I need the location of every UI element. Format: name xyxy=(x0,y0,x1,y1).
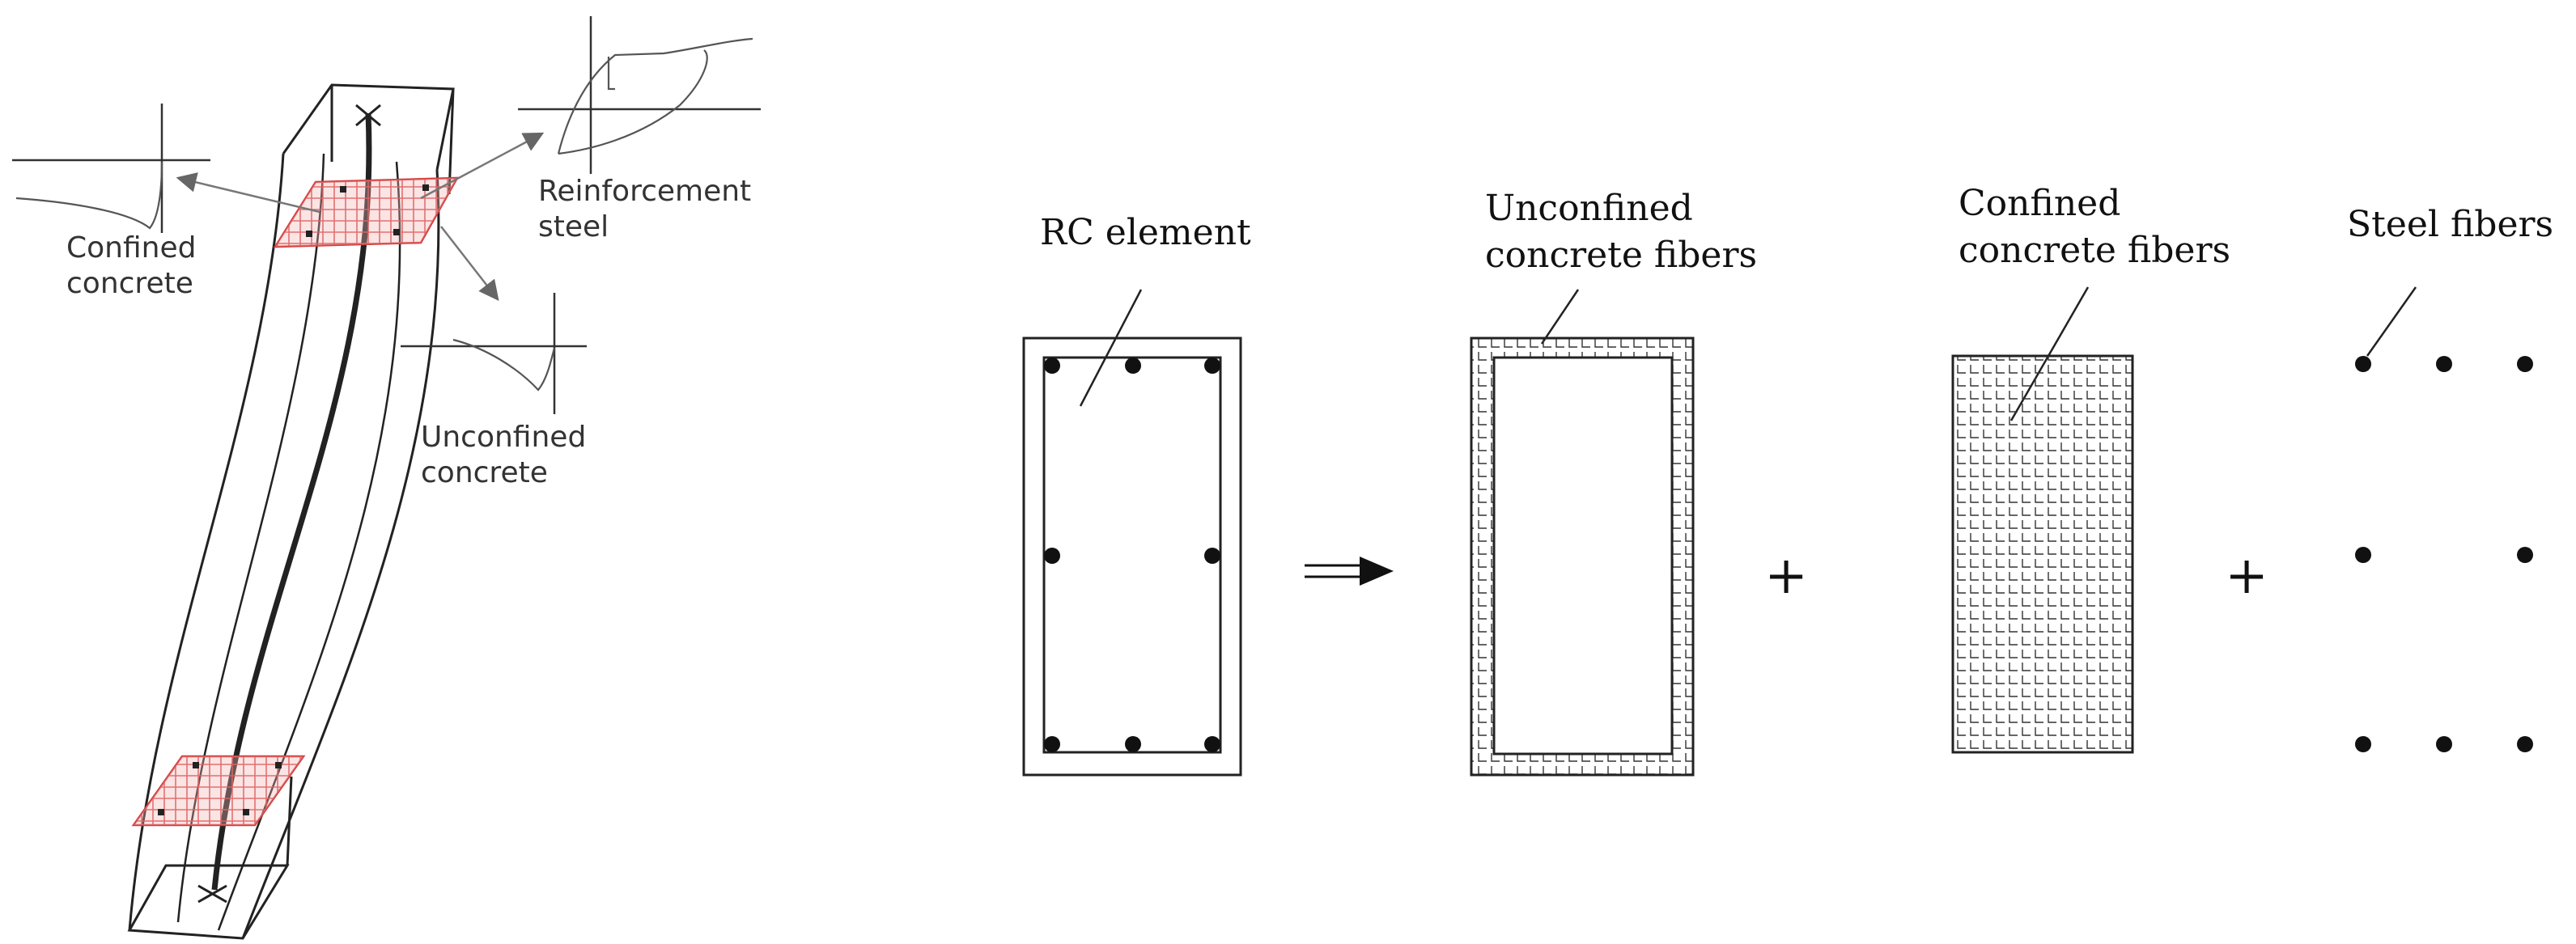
unconfined-fibers-leader xyxy=(1540,289,1580,345)
column-illustration xyxy=(127,83,545,940)
top-section-mesh xyxy=(273,176,460,248)
steel-fibers-leader xyxy=(2366,286,2417,357)
column-outer-edge-right xyxy=(241,169,440,939)
bottom-node-marker xyxy=(197,884,227,904)
column-top-box xyxy=(282,83,455,195)
confined-concrete-curve-inset xyxy=(12,104,210,233)
arrow-to-steel xyxy=(420,132,545,200)
column-inner-edge-right xyxy=(217,161,401,931)
confined-fibers-label-line2: concrete fibers xyxy=(1959,230,2230,271)
unconfined-concrete-curve-inset xyxy=(401,293,587,414)
arrow-to-confined xyxy=(176,172,320,214)
top-section-bars xyxy=(306,184,429,237)
column-bottom-box xyxy=(127,776,293,940)
bottom-section-bars xyxy=(158,762,282,815)
steel-fibers-dots xyxy=(2355,356,2533,752)
label-confined-line1: Confined xyxy=(66,231,196,265)
unconfined-fibers-section xyxy=(1470,337,1695,777)
unconfined-fibers-label-line2: concrete fibers xyxy=(1485,235,1757,276)
rc-element-label: RC element xyxy=(1040,212,1251,253)
arrow-to-unconfined xyxy=(440,226,499,301)
label-reinforcement-line1: Reinforcement xyxy=(538,175,751,208)
steel-fibers-label: Steel fibers xyxy=(2347,204,2553,245)
decomposition-arrow-icon xyxy=(1305,557,1394,586)
top-node-marker xyxy=(355,104,381,127)
confined-fibers-section xyxy=(1951,354,2134,754)
label-reinforcement-line2: steel xyxy=(538,210,609,243)
plus-sign-1: + xyxy=(1764,546,1808,606)
confined-fibers-label-line1: Confined xyxy=(1959,183,2120,224)
label-unconfined-line2: concrete xyxy=(421,456,548,489)
rc-element-rebars xyxy=(1044,358,1220,752)
bottom-section-mesh xyxy=(131,755,306,827)
label-confined-line2: concrete xyxy=(66,267,193,300)
unconfined-fibers-label-line1: Unconfined xyxy=(1485,188,1693,229)
rc-element-leader xyxy=(1079,289,1143,407)
plus-sign-2: + xyxy=(2225,546,2268,606)
rc-element-section xyxy=(1022,337,1242,777)
steel-hysteresis-inset xyxy=(518,16,761,174)
label-unconfined-line1: Unconfined xyxy=(421,421,586,454)
